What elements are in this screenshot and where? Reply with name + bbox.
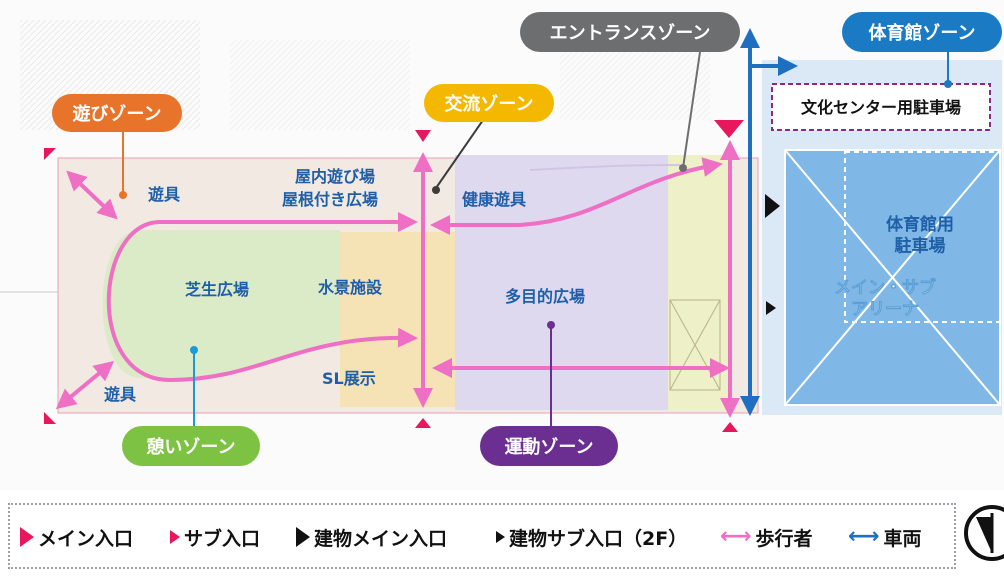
svg-text:運動ゾーン: 運動ゾーン (504, 436, 593, 458)
legend-building-sub-entrance: 建物サブ入口（2F） (496, 523, 687, 551)
zone-label-gym: 体育館ゾーン (842, 12, 1002, 52)
svg-text:交流ゾーン: 交流ゾーン (444, 93, 533, 115)
legend-pedestrian: ⟷ 歩行者 (720, 524, 813, 550)
play-equipment-bottom-label: 遊具 (104, 385, 136, 404)
zone-label-play: 遊びゾーン (52, 94, 182, 132)
entrance-zone-area (668, 155, 730, 410)
sl-display-label: SL展示 (322, 369, 376, 388)
roofed-plaza-label: 屋根付き広場 (282, 190, 378, 209)
vehicle-route (740, 27, 798, 416)
lawn-area (102, 230, 340, 378)
multipurpose-plaza-label: 多目的広場 (505, 287, 585, 306)
play-equipment-top-label: 遊具 (148, 185, 180, 204)
health-equipment-label: 健康遊具 (462, 190, 526, 209)
zone-label-exchange: 交流ゾーン (424, 84, 554, 122)
indoor-play-label: 屋内遊び場 (295, 167, 375, 186)
building-sub-entrance-legend-icon (496, 531, 505, 543)
building-main-entrance-legend-icon (296, 527, 310, 547)
pedestrian-routes (55, 140, 740, 418)
vehicle-arrow-icon: ⟷ (848, 524, 880, 549)
entrance-markers (44, 120, 744, 432)
svg-text:メイン・サブアリーナ: メイン・サブアリーナ (834, 277, 936, 319)
north-compass-icon (964, 505, 1004, 561)
svg-text:憩いゾーン: 憩いゾーン (146, 436, 235, 458)
culture-center-parking-label: 文化センター用駐車場 (801, 98, 961, 117)
legend: メイン入口 サブ入口 建物メイン入口 建物サブ入口（2F） ⟷ 歩行者 ⟷ 車両 (8, 503, 956, 569)
main-entrance-icon (20, 527, 34, 547)
gym-parking-label: 体育館用駐車場 (886, 214, 954, 256)
pedestrian-arrow-icon: ⟷ (720, 524, 752, 549)
svg-text:エントランスゾーン: エントランスゾーン (550, 23, 711, 44)
building-sub-entrance-icon (766, 301, 776, 315)
building-main-entrance-icon (765, 194, 780, 218)
svg-text:体育館ゾーン: 体育館ゾーン (868, 22, 975, 44)
sub-entrance-icon (170, 530, 180, 544)
water-feature-label: 水景施設 (318, 278, 383, 297)
lawn-plaza-label: 芝生広場 (185, 280, 249, 299)
zone-label-entrance: エントランスゾーン (520, 12, 740, 52)
svg-text:体育館用駐車場: 体育館用駐車場 (886, 214, 954, 256)
legend-sub-entrance: サブ入口 (170, 523, 260, 551)
legend-vehicle: ⟷ 車両 (848, 524, 922, 550)
zone-label-sport: 運動ゾーン (480, 426, 618, 466)
legend-building-main-entrance: 建物メイン入口 (296, 523, 447, 551)
zone-label-rest: 憩いゾーン (122, 426, 260, 466)
legend-main-entrance: メイン入口 (20, 523, 133, 551)
arena-label: メイン・サブアリーナ (834, 277, 937, 320)
gym-zone-area (762, 60, 1002, 415)
callout-leaders (119, 50, 952, 428)
culture-center-parking-box (771, 83, 991, 131)
svg-text:遊びゾーン: 遊びゾーン (72, 103, 161, 125)
